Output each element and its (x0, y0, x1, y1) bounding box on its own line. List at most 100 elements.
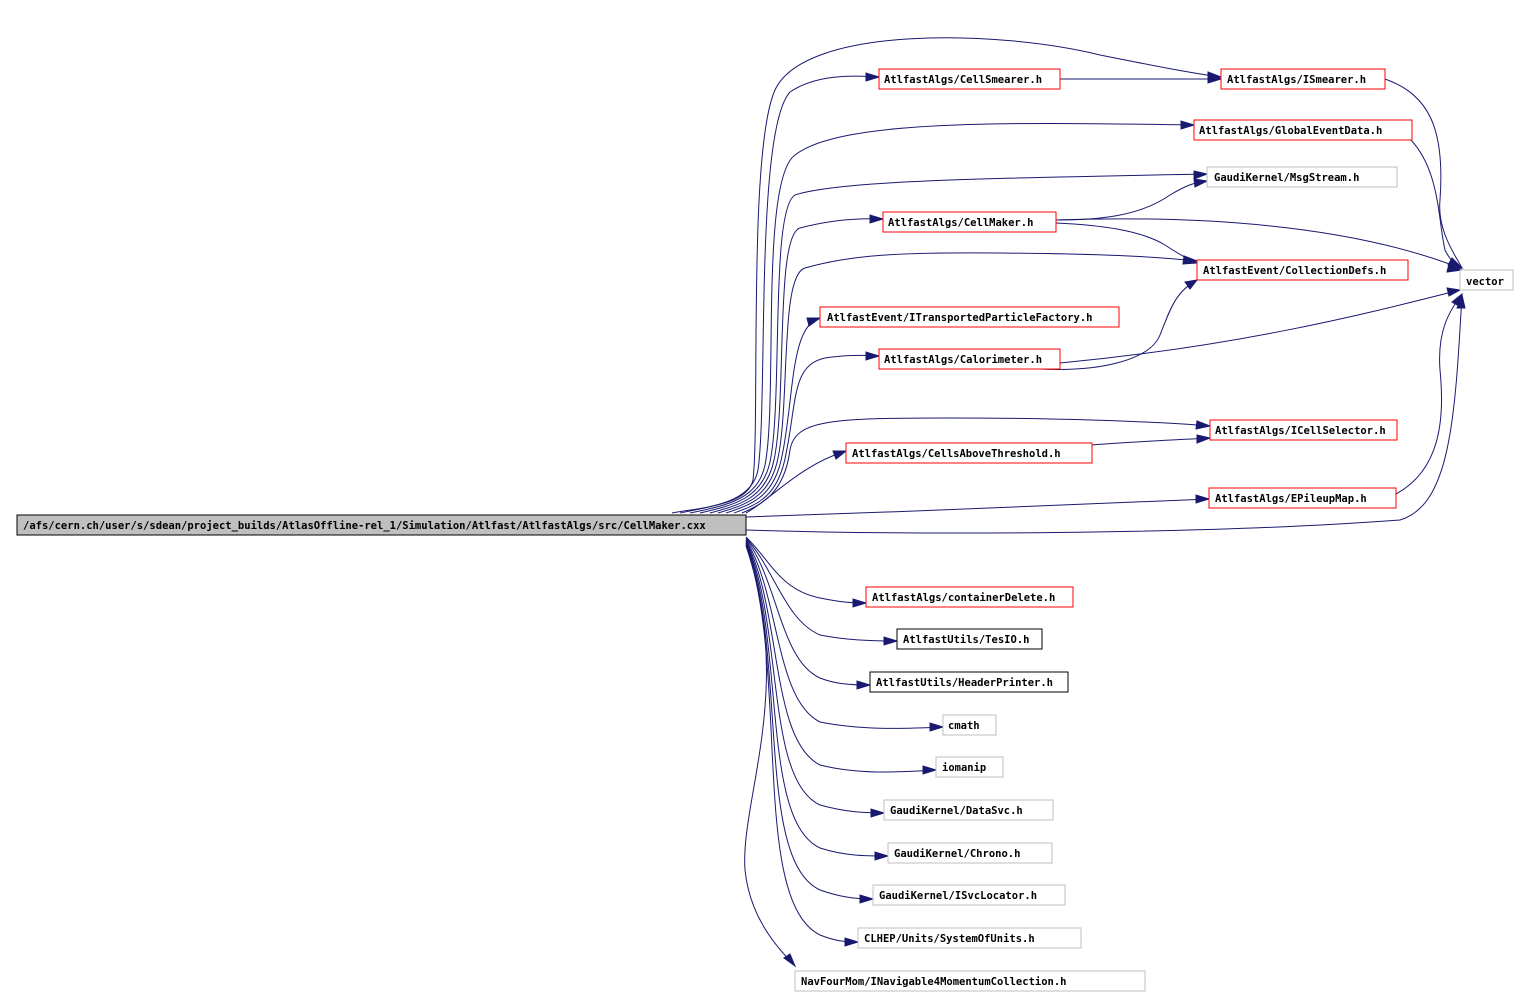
arrowhead (1446, 287, 1462, 297)
node-datasvc-label: GaudiKernel/DataSvc.h (890, 805, 1023, 817)
arrowhead (1207, 71, 1223, 81)
node-icellselector-label: AtlfastAlgs/ICellSelector.h (1215, 425, 1386, 437)
arrowhead (883, 636, 899, 646)
edge-ismearer-vector (1384, 78, 1463, 269)
node-tesio[interactable]: AtlfastUtils/TesIO.h (896, 628, 1043, 650)
edge-root-globaleventdata (689, 123, 1195, 514)
edge-root-collectiondefs (717, 252, 1198, 514)
edge-root-ismearer (671, 37, 1222, 514)
node-cellsmearer-label: AtlfastAlgs/CellSmearer.h (884, 74, 1042, 86)
node-cellsabove-label: AtlfastAlgs/CellsAboveThreshold.h (852, 448, 1061, 460)
edge-cellmaker-collectiondefs (1055, 222, 1198, 264)
edge-cellmaker-vector (1055, 218, 1461, 269)
node-cellmaker[interactable]: AtlfastAlgs/CellMaker.h (882, 211, 1057, 233)
node-isvclocator-label: GaudiKernel/ISvcLocator.h (879, 890, 1037, 902)
arrowhead (1196, 434, 1212, 444)
node-calorimeter[interactable]: AtlfastAlgs/Calorimeter.h (878, 348, 1061, 370)
edge-calorimeter-vector (1059, 289, 1461, 364)
arrowhead (922, 765, 938, 775)
arrowhead (929, 722, 945, 732)
node-globaleventdata-label: AtlfastAlgs/GlobalEventData.h (1199, 125, 1382, 137)
arrows-layer (783, 71, 1466, 968)
edge-root-epileupmap (745, 498, 1210, 518)
arrowhead (1180, 120, 1196, 130)
edge-root-vector (745, 294, 1463, 534)
edge-epileupmap-vector (1395, 293, 1463, 495)
node-datasvc[interactable]: GaudiKernel/DataSvc.h (883, 799, 1054, 821)
node-vector-label: vector (1466, 276, 1504, 288)
node-cellsmearer[interactable]: AtlfastAlgs/CellSmearer.h (878, 68, 1061, 90)
arrowhead (870, 808, 886, 818)
edge-cellmaker-msgstream (1055, 180, 1208, 221)
node-containerdelete-label: AtlfastAlgs/containerDelete.h (872, 592, 1055, 604)
edge-root-cellsmearer (679, 75, 880, 514)
arrowhead (1456, 293, 1466, 309)
arrowhead (1184, 279, 1199, 290)
arrowhead (832, 450, 848, 460)
edge-calorimeter-collectiondefs (1039, 279, 1198, 370)
edge-root-inavigable (744, 545, 796, 967)
node-itransported-label: AtlfastEvent/ITransportedParticleFactory… (827, 312, 1093, 324)
node-systemofunits[interactable]: CLHEP/Units/SystemOfUnits.h (857, 927, 1082, 949)
node-chrono-label: GaudiKernel/Chrono.h (894, 848, 1020, 860)
node-headerprinter[interactable]: AtlfastUtils/HeaderPrinter.h (869, 671, 1069, 693)
node-chrono[interactable]: GaudiKernel/Chrono.h (887, 842, 1053, 864)
arrowhead (869, 214, 885, 224)
node-ismearer-label: AtlfastAlgs/ISmearer.h (1227, 74, 1366, 86)
nodes-layer: /afs/cern.ch/user/s/sdean/project_builds… (16, 68, 1514, 992)
edge-root-icellselector (741, 417, 1211, 514)
node-cellsabove[interactable]: AtlfastAlgs/CellsAboveThreshold.h (845, 442, 1093, 464)
node-collectiondefs[interactable]: AtlfastEvent/CollectionDefs.h (1196, 259, 1409, 281)
arrowhead (844, 937, 860, 947)
node-globaleventdata[interactable]: AtlfastAlgs/GlobalEventData.h (1193, 119, 1413, 141)
arrowhead (1195, 420, 1212, 430)
node-itransported[interactable]: AtlfastEvent/ITransportedParticleFactory… (819, 306, 1120, 328)
node-tesio-label: AtlfastUtils/TesIO.h (903, 634, 1029, 646)
arrowhead (859, 894, 875, 904)
edge-root-msgstream (699, 173, 1208, 514)
node-inavigable[interactable]: NavFourMom/INavigable4MomentumCollection… (794, 970, 1146, 992)
node-vector[interactable]: vector (1459, 269, 1514, 291)
arrowhead (1193, 178, 1209, 188)
node-epileupmap[interactable]: AtlfastAlgs/EPileupMap.h (1208, 487, 1397, 509)
arrowhead (865, 72, 881, 82)
edge-root-calorimeter (733, 354, 880, 514)
node-isvclocator[interactable]: GaudiKernel/ISvcLocator.h (872, 884, 1066, 906)
node-cellmaker-label: AtlfastAlgs/CellMaker.h (888, 217, 1033, 229)
edge-root-containerdelete (745, 536, 867, 604)
node-systemofunits-label: CLHEP/Units/SystemOfUnits.h (864, 933, 1035, 945)
edge-root-headerprinter (745, 538, 871, 686)
arrowhead (1446, 263, 1464, 273)
node-iomanip-label: iomanip (942, 762, 986, 774)
arrowhead (1195, 494, 1211, 504)
arrowhead (865, 351, 881, 361)
node-iomanip[interactable]: iomanip (935, 756, 1004, 778)
node-root[interactable]: /afs/cern.ch/user/s/sdean/project_builds… (16, 514, 747, 536)
node-cmath-label: cmath (948, 720, 980, 732)
edge-root-datasvc (745, 541, 885, 814)
arrowhead (1193, 170, 1209, 180)
node-msgstream[interactable]: GaudiKernel/MsgStream.h (1206, 166, 1398, 188)
arrowhead (852, 598, 868, 608)
node-icellselector[interactable]: AtlfastAlgs/ICellSelector.h (1209, 419, 1398, 441)
arrowhead (806, 317, 822, 327)
edge-root-tesio (745, 537, 898, 642)
arrowhead (783, 953, 797, 968)
node-inavigable-label: NavFourMom/INavigable4MomentumCollection… (801, 976, 1067, 988)
edge-root-cellsabove (745, 450, 847, 514)
node-calorimeter-label: AtlfastAlgs/Calorimeter.h (884, 354, 1042, 366)
node-containerdelete[interactable]: AtlfastAlgs/containerDelete.h (865, 586, 1074, 608)
node-epileupmap-label: AtlfastAlgs/EPileupMap.h (1215, 493, 1367, 505)
node-cmath[interactable]: cmath (942, 714, 997, 736)
node-msgstream-label: GaudiKernel/MsgStream.h (1214, 172, 1359, 184)
arrowhead (874, 851, 890, 861)
edge-globaleventdata-vector (1409, 138, 1463, 271)
edge-root-itransported (725, 317, 821, 514)
edge-root-iomanip (745, 540, 937, 773)
node-headerprinter-label: AtlfastUtils/HeaderPrinter.h (876, 677, 1053, 689)
edge-root-cmath (745, 539, 944, 729)
arrowhead (1182, 256, 1199, 265)
node-ismearer[interactable]: AtlfastAlgs/ISmearer.h (1220, 68, 1386, 90)
node-collectiondefs-label: AtlfastEvent/CollectionDefs.h (1203, 265, 1386, 277)
